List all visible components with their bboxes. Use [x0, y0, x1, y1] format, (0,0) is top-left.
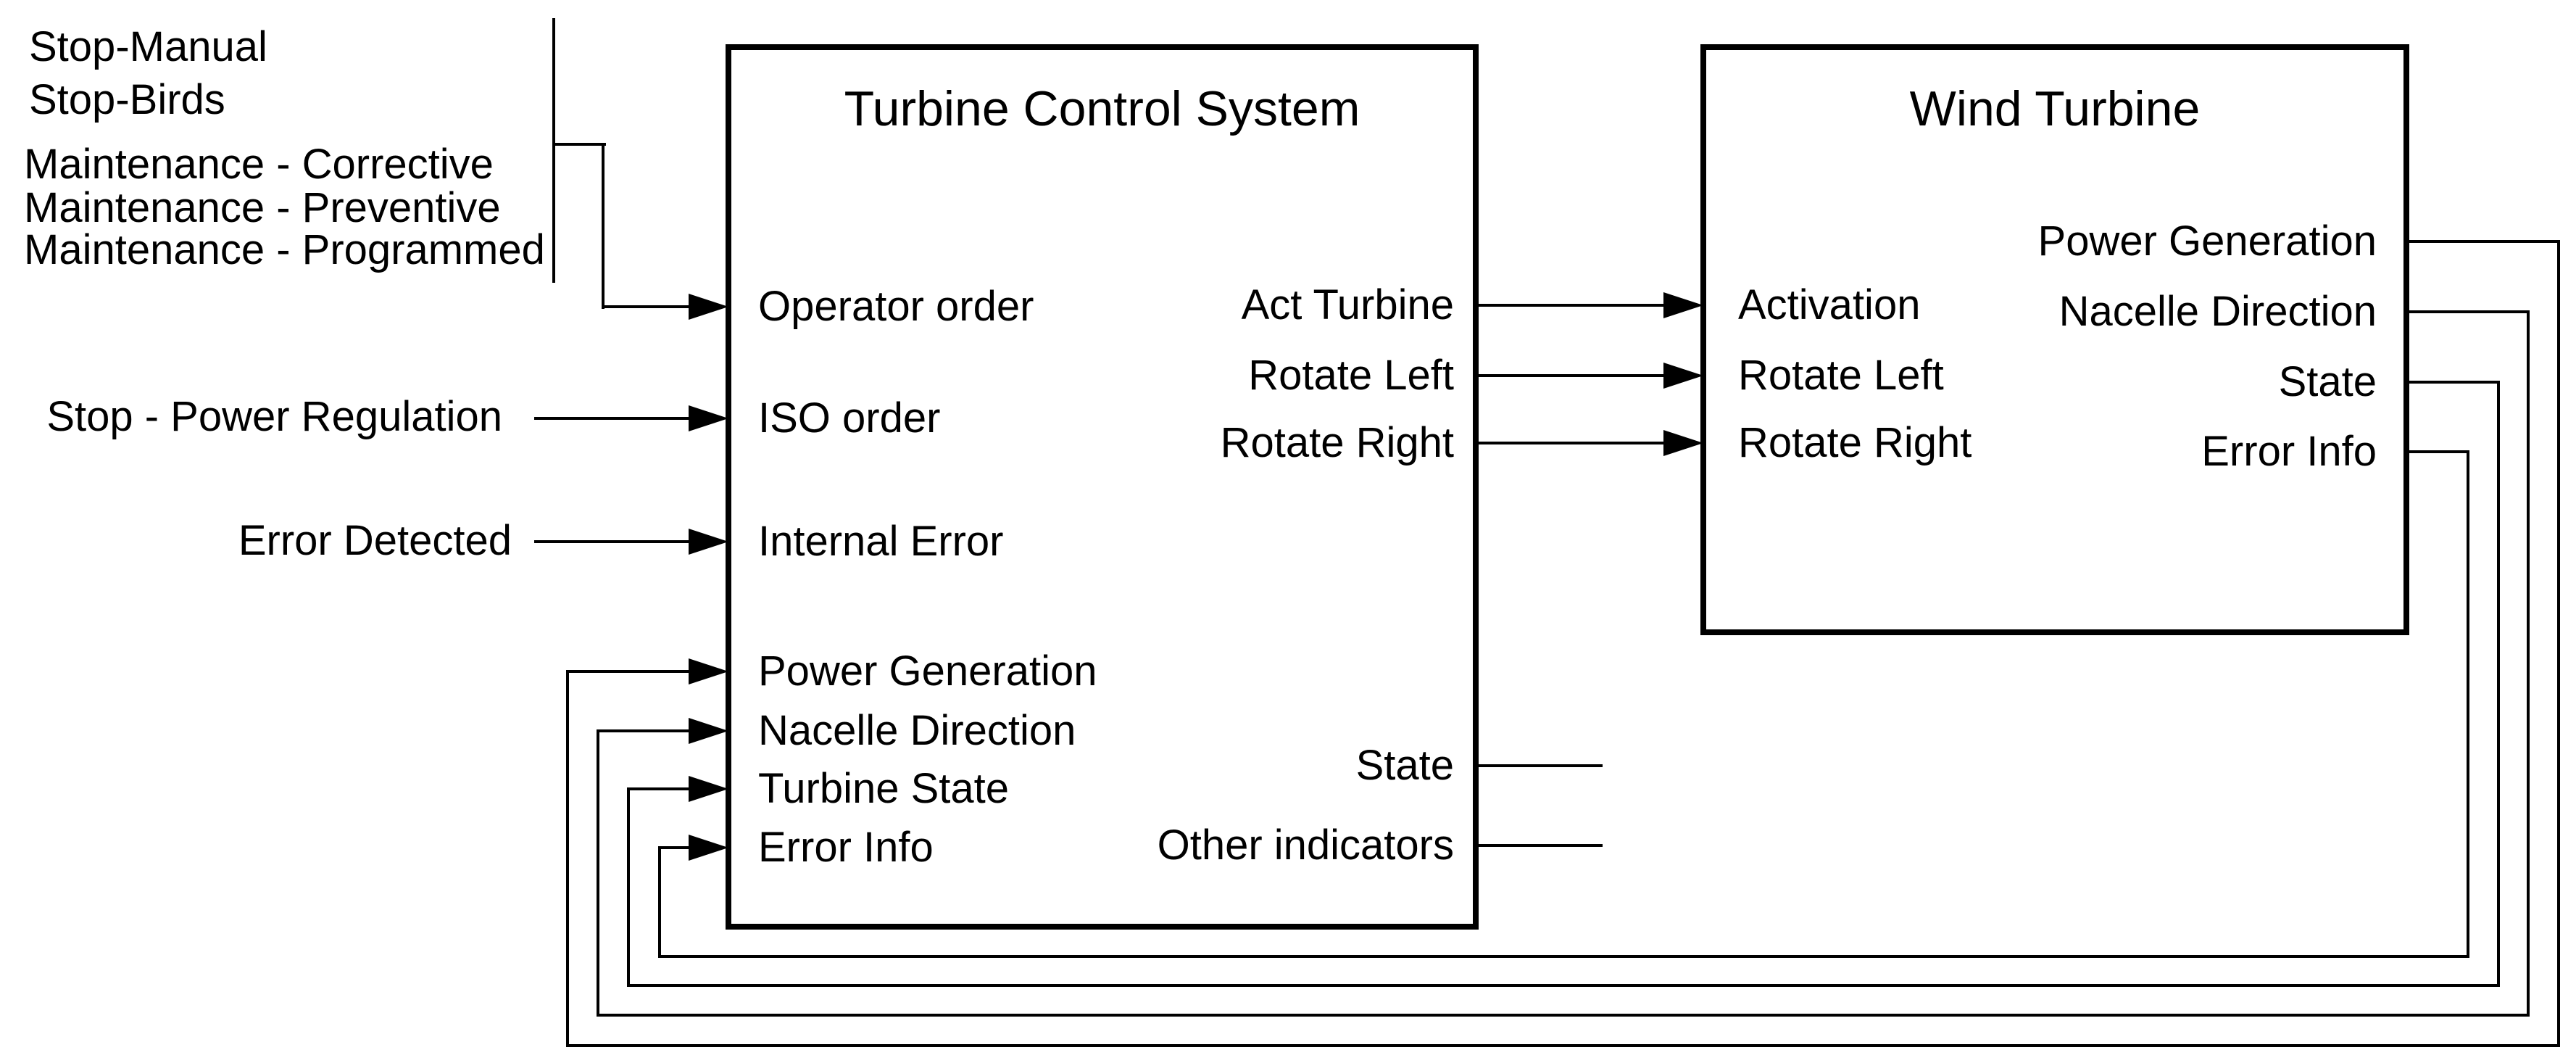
wind-turbine-box: Wind Turbine: [1700, 44, 2409, 635]
tcs-output-rotate-left: Rotate Left: [1248, 352, 1454, 399]
wire-nacelle-direction-left-v: [597, 729, 599, 1017]
wire-rotate-left: [1479, 374, 1666, 377]
wire-nacelle-direction-stub: [2408, 310, 2528, 313]
wire-turbine-state-into-tcs: [627, 787, 692, 790]
wire-operator-orders-step-h: [552, 143, 606, 146]
arrowhead-rotate-left: [1663, 363, 1703, 389]
tcs-output-rotate-right: Rotate Right: [1220, 419, 1454, 466]
wire-nacelle-direction-into-tcs: [597, 729, 692, 732]
wind-turbine-title: Wind Turbine: [1909, 81, 2201, 136]
tcs-input-operator-order: Operator order: [758, 283, 1034, 330]
tcs-output-state: State: [1355, 742, 1454, 789]
wt-output-error-info: Error Info: [2201, 428, 2377, 475]
arrowhead-nacelle-direction-feedback: [689, 718, 728, 744]
arrowhead-rotate-right: [1663, 430, 1703, 456]
wire-operator-order-input: [602, 305, 692, 308]
wire-error-info-stub: [2408, 450, 2468, 453]
wire-turbine-state-stub: [2408, 381, 2498, 384]
wt-input-rotate-left: Rotate Left: [1738, 352, 1944, 399]
wire-internal-error-input: [534, 540, 692, 543]
wire-nacelle-direction-right-v: [2527, 310, 2530, 1017]
tcs-input-power-generation: Power Generation: [758, 648, 1097, 695]
wire-power-generation-right-v: [2557, 240, 2560, 1047]
arrowhead-internal-error: [689, 529, 728, 555]
arrowhead-power-generation-feedback: [689, 658, 728, 684]
wire-power-generation-bottom-h: [566, 1044, 2560, 1047]
arrowhead-act-turbine: [1663, 292, 1703, 318]
wire-turbine-state-left-v: [627, 787, 630, 987]
wire-error-info-left-v: [658, 846, 661, 958]
wire-operator-orders-step-v: [602, 143, 604, 309]
wire-turbine-state-right-v: [2497, 381, 2500, 987]
arrowhead-turbine-state-feedback: [689, 776, 728, 802]
tcs-output-other-indicators: Other indicators: [1157, 822, 1454, 869]
wire-turbine-state-bottom-h: [627, 984, 2500, 987]
wire-act-turbine: [1479, 304, 1666, 307]
wire-power-generation-stub: [2408, 240, 2559, 243]
turbine-control-system-box: Turbine Control System: [726, 44, 1479, 930]
wire-error-info-bottom-h: [658, 955, 2469, 958]
wire-iso-order-input: [534, 417, 692, 420]
wire-error-info-right-v: [2467, 450, 2469, 958]
wire-nacelle-direction-bottom-h: [597, 1014, 2530, 1017]
tcs-input-iso-order: ISO order: [758, 394, 941, 442]
wt-output-state: State: [2278, 358, 2377, 405]
wire-power-generation-into-tcs: [566, 670, 692, 673]
wt-input-rotate-right: Rotate Right: [1738, 419, 1972, 466]
wt-output-power-generation: Power Generation: [2037, 218, 2377, 265]
wt-output-nacelle-direction: Nacelle Direction: [2058, 288, 2377, 335]
wire-operator-orders-bus: [552, 18, 555, 283]
label-maintenance-corrective: Maintenance - Corrective: [24, 141, 494, 188]
wire-error-info-into-tcs: [658, 846, 692, 849]
wire-other-indicators-stub: [1479, 844, 1603, 847]
label-error-detected: Error Detected: [238, 517, 512, 564]
turbine-control-system-title: Turbine Control System: [844, 81, 1360, 136]
tcs-input-nacelle-direction: Nacelle Direction: [758, 707, 1076, 754]
tcs-input-turbine-state: Turbine State: [758, 765, 1010, 812]
label-maintenance-preventive: Maintenance - Preventive: [24, 184, 501, 231]
wt-input-activation: Activation: [1738, 281, 1921, 328]
tcs-input-internal-error: Internal Error: [758, 518, 1004, 565]
label-stop-birds: Stop-Birds: [29, 76, 225, 123]
label-stop-power-regulation: Stop - Power Regulation: [46, 393, 502, 440]
label-maintenance-programmed: Maintenance - Programmed: [24, 226, 545, 273]
wire-power-generation-left-v: [566, 670, 569, 1047]
arrowhead-operator-order: [689, 294, 728, 320]
label-stop-manual: Stop-Manual: [29, 23, 267, 70]
wire-state-stub: [1479, 764, 1603, 767]
wire-rotate-right: [1479, 442, 1666, 444]
arrowhead-error-info-feedback: [689, 835, 728, 861]
tcs-output-act-turbine: Act Turbine: [1241, 281, 1454, 328]
arrowhead-iso-order: [689, 405, 728, 431]
tcs-input-error-info: Error Info: [758, 824, 934, 871]
